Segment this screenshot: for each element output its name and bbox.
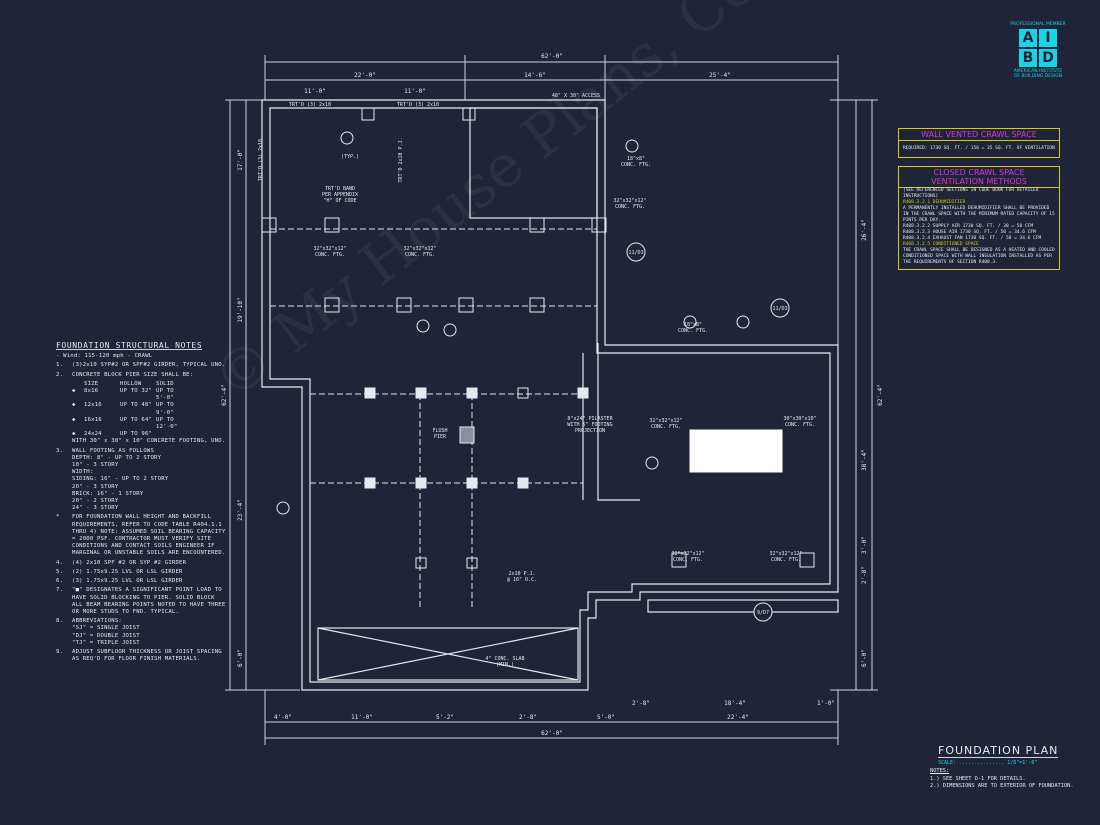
label-ftg-2: 32"x32"x12"CONC. FTG. [403, 246, 436, 258]
note-item: 6.(3) 1.75x9.25 LVL OR LSL GIRDER [56, 578, 183, 585]
note-item: 1.(3)2x10 SYP#2 OR SPF#2 GIRDER, TYPICAL… [56, 362, 226, 369]
dim-left-3: 23'-4" [237, 499, 244, 521]
label-ftg-big: 30"x30"x10"CONC. FTG. [783, 416, 816, 428]
notes-subtitle: - Wind: 115-120 mph - CRAWL [56, 353, 153, 360]
detail-tag-3 [753, 602, 773, 622]
dim-left-2: 19'-10" [237, 297, 244, 322]
dim-bot-3: 5'-2" [436, 714, 454, 721]
slab-area [317, 627, 579, 681]
dim-bot-5: 5'-0" [597, 714, 615, 721]
dim-bot-1: 4'-0" [274, 714, 292, 721]
label-left-girder: TRT'D (3) 2x10 [258, 139, 264, 181]
tag-1: 11/D3 [628, 250, 643, 256]
dim-top-3: 25'-4" [709, 72, 731, 79]
dim-top-1: 22'-0" [354, 72, 376, 79]
label-ftg-4: 32"x32"x12"CONC. FTG. [649, 418, 682, 430]
foundation-inner [269, 107, 831, 683]
dim-right-2: 38'-4" [861, 449, 868, 471]
note-item: 9.ADJUST SUBFLOOR THICKNESS OR JOIST SPA… [56, 648, 222, 663]
dim-top-sub-1: 11'-0" [304, 88, 326, 95]
vented-line: REQUIRED: 1730 SQ. FT. / 150 = 35 SQ. FT… [903, 146, 1055, 151]
detail-tag-2 [770, 298, 790, 318]
crawl-access-zone [469, 107, 598, 219]
note-item: 8.ABBREVIATIONS: "SJ" = SINGLE JOIST "DJ… [56, 618, 140, 646]
dim-top-2: 14'-6" [524, 72, 546, 79]
label-ftg-3: 32"x32"x12"CONC. FTG. [613, 198, 646, 210]
dim-left-4: 6'-0" [237, 649, 244, 667]
vented-crawl-box: WALL VENTED CRAWL SPACE REQUIRED: 1730 S… [898, 128, 1060, 158]
vented-title: WALL VENTED CRAWL SPACE [899, 129, 1059, 141]
closed-crawl-box: CLOSED CRAWL SPACE VENTILATION METHODS (… [898, 166, 1060, 270]
plan-scale: SCALE: ............... 1/8"=1'-0" [938, 760, 1038, 766]
dim-right-5: 6'-0" [861, 649, 868, 667]
dim-bot-sub-3: 1'-0" [817, 700, 835, 707]
dim-right-1: 26'-4" [861, 219, 868, 241]
label-typ: (TYP.) [341, 154, 359, 160]
dim-overall-bottom: 62'-0" [541, 730, 563, 737]
pier-group [261, 107, 815, 569]
dim-bot-6: 22'-4" [727, 714, 749, 721]
label-ftg-1: 32"x32"x12"CONC. FTG. [313, 246, 346, 258]
tag-2: 11/D3 [772, 306, 787, 312]
dim-bot-4: 2'-8" [519, 714, 537, 721]
note-item: 7."■" DESIGNATES A SIGNIFICANT POINT LOA… [56, 587, 226, 615]
label-girder-top-left: TRT'D (3) 2x10 [289, 102, 331, 108]
note-item: 2.CONCRETE BLOCK PIER SIZE SHALL BE: [56, 371, 194, 378]
foundation-notes: FOUNDATION STRUCTURAL NOTES - Wind: 115-… [56, 341, 226, 665]
dim-overall-top: 62'-0" [541, 53, 563, 60]
plan-title: FOUNDATION PLAN [938, 744, 1059, 758]
label-joist: 2x10 P.J.@ 16" O.C. [507, 571, 537, 583]
label-slab: 4" CONC. SLAB(MIN.) [485, 656, 524, 668]
label-ftg-18b: 18"x8"CONC. FTG. [678, 322, 708, 334]
label-mid-girder: TRT'D 2x10 P.J. [398, 137, 404, 182]
note-item: *FOR FOUNDATION WALL HEIGHT AND BACKFILL… [56, 514, 226, 557]
label-ftg-5: 32"x32"x12"CONC. FTG. [671, 551, 704, 563]
label-girder-top-mid: TRT'D (3) 2x10 [397, 102, 439, 108]
dim-right-3: 3'-0" [861, 536, 868, 554]
notes-title: FOUNDATION STRUCTURAL NOTES [56, 341, 203, 351]
dim-left-overall: 62'-4" [221, 384, 228, 406]
detail-tag-1 [626, 242, 646, 262]
dim-bot-2: 11'-0" [351, 714, 373, 721]
dim-right-overall: 62'-4" [877, 384, 884, 406]
dim-left-1: 17'-0" [237, 149, 244, 171]
label-ftg-6: 32"x32"x12"CONC. FTG. [769, 551, 802, 563]
dim-right-4: 2'-8" [861, 566, 868, 584]
plan-notes: NOTES: 1.) SEE SHEET D-1 FOR DETAILS. 2.… [930, 768, 1074, 789]
label-ftg-18a: 18"x8"CONC. FTG. [621, 156, 651, 168]
note-item: 5.(2) 1.75x9.25 LVL OR LSL GIRDER [56, 568, 183, 575]
dim-top-sub-2: 11'-0" [404, 88, 426, 95]
closed-title: CLOSED CRAWL SPACE VENTILATION METHODS [899, 167, 1059, 188]
note-item: 3.WALL FOOTING AS FOLLOWS DEPTH: 8" - UP… [56, 447, 169, 512]
tag-3: 9/D7 [757, 610, 769, 616]
dim-bot-sub-2: 18'-4" [724, 700, 746, 707]
dim-bot-sub-1: 2'-8" [632, 700, 650, 707]
foundation-outline [261, 99, 839, 691]
note-item: 4.(4) 2x10 SPF #2 OR SYP #2 GIRDER [56, 559, 187, 566]
label-access: 48" X 30" ACCESS [552, 93, 600, 99]
